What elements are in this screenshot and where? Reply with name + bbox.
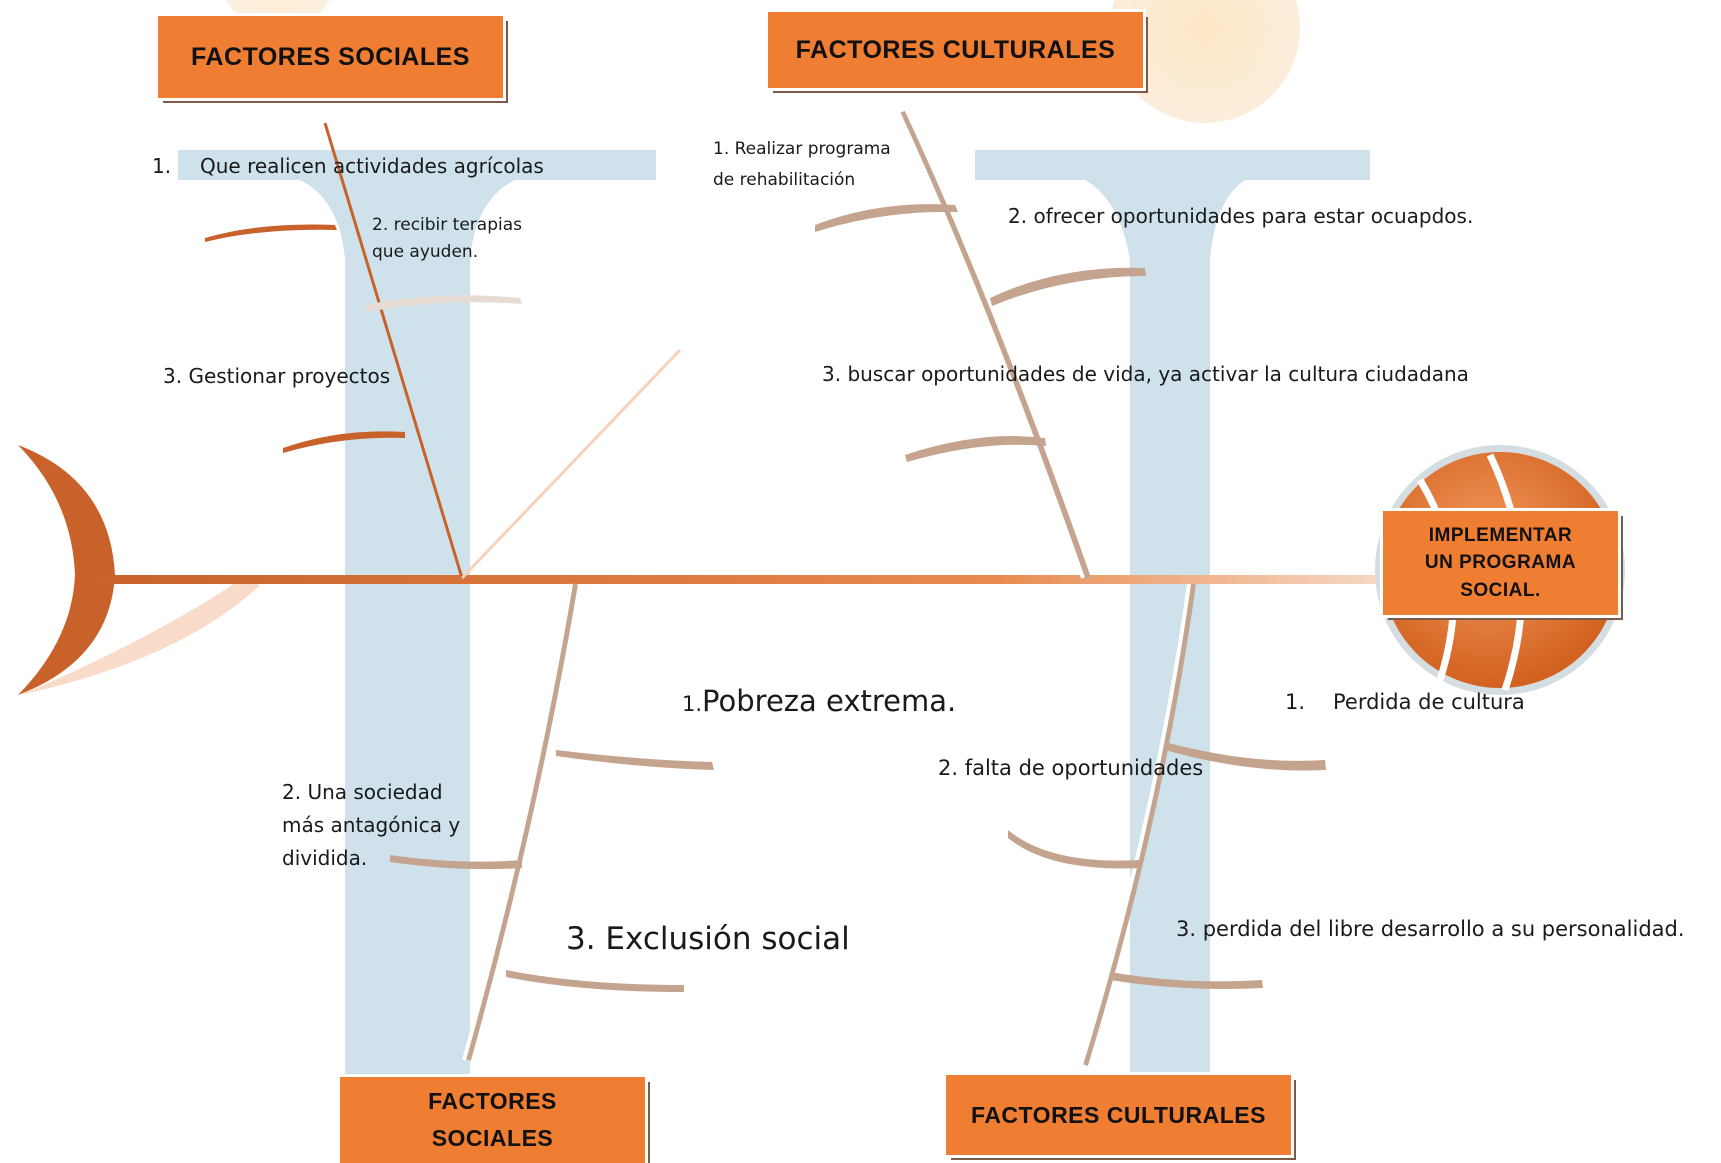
branch-tl-1 [205,224,337,242]
blue-column-right [975,150,1370,1160]
factor-number: 1. [682,692,703,716]
factor-number: 1. [1285,690,1306,714]
branch-bl-2 [390,855,522,870]
category-box-bottom-right: FACTORES CULTURALES [943,1072,1294,1158]
branch-tr-1 [815,204,958,232]
factor-tl-2: 2. recibir terapias que ayuden. [372,215,522,263]
category-box-bottom-left: FACTORES SOCIALES [337,1074,648,1163]
rib-top-right [899,110,1091,579]
effect-label: IMPLEMENTAR UN PROGRAMA SOCIAL. [1424,524,1577,601]
factor-tr-1: 1. Realizar programa de rehabilitación [713,139,891,190]
sun-decoration-right [1110,0,1300,123]
factor-number: 1. [152,154,172,178]
factor-text: Que realicen actividades agrícolas [200,154,544,178]
branch-br-1 [1165,742,1326,771]
rib-bottom-left [465,583,578,1061]
branch-tr-3 [905,436,1046,462]
branch-tr-2 [990,267,1146,306]
factor-bl-3: 3. Exclusión social [566,921,850,957]
factor-text: Perdida de cultura [1333,690,1525,714]
branch-bl-3 [506,970,684,992]
factor-br-2: 2. falta de oportunidades [938,756,1204,780]
tail-icon [18,445,115,695]
branch-bl-1 [556,750,714,770]
effect-box: IMPLEMENTAR UN PROGRAMA SOCIAL. [1380,508,1621,618]
branch-br-3 [1110,972,1263,989]
factor-tr-2: 2. ofrecer oportunidades para estar ocua… [1008,204,1474,228]
tail-swoosh [20,580,260,695]
factor-text: Pobreza extrema. [702,684,957,718]
rib-bottom-right [1082,583,1196,1066]
factor-bl-2: 2. Una sociedad más antagónica y dividid… [282,780,461,870]
factor-br-3: 3. perdida del libre desarrollo a su per… [1176,917,1685,941]
factor-tr-3: 3. buscar oportunidades de vida, ya acti… [822,362,1469,386]
branch-tl-3 [283,431,405,453]
category-box-top-right: FACTORES CULTURALES [765,9,1146,91]
rib-top-left-faint [460,348,682,580]
factor-br-1: 1. Perdida de cultura [1285,686,1525,720]
blue-column-left [178,150,656,1160]
branch-br-2 [1008,830,1141,869]
rib-top-left [323,122,464,579]
factor-tl-3: 3. Gestionar proyectos [163,364,391,388]
branch-tl-2 [365,295,522,312]
main-spine [80,575,1380,584]
factor-bl-1: 1.Pobreza extrema. [682,678,956,724]
factor-tl-1: 1. Que realicen actividades agrícolas [152,150,544,182]
category-box-top-left: FACTORES SOCIALES [155,13,506,101]
category-box-bottom-left-label: FACTORES SOCIALES [428,1088,557,1151]
